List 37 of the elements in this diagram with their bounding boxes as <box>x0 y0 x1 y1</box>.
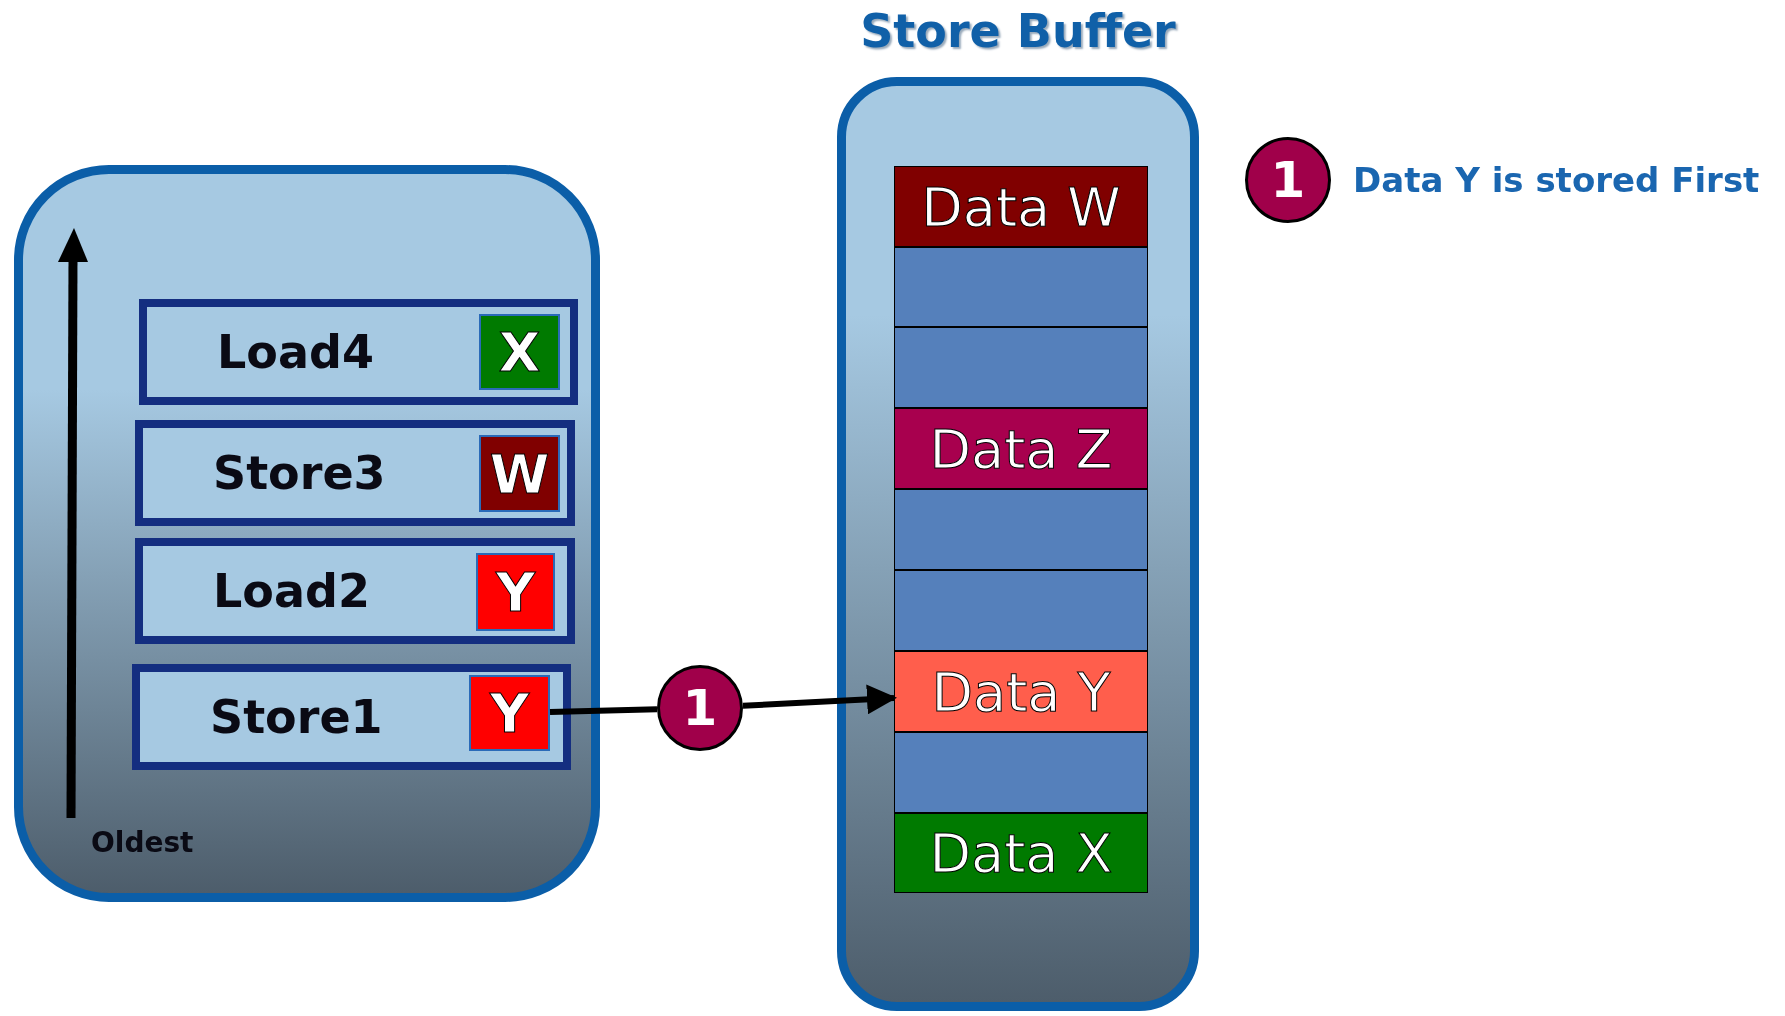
buffer-entry <box>894 570 1148 651</box>
buffer-entry <box>894 166 1148 247</box>
instruction-label: Store1 <box>210 690 383 744</box>
buffer-entry <box>894 651 1148 732</box>
arrow <box>742 684 897 715</box>
diagram-title: Store Buffer <box>860 4 1176 58</box>
instruction-box <box>132 664 571 770</box>
instruction-label: Load4 <box>217 325 374 379</box>
instruction-queue-panel <box>14 165 600 902</box>
step-number: 1 <box>1270 151 1306 209</box>
instruction-label: Load2 <box>213 564 370 618</box>
tag-letter: W <box>489 442 550 505</box>
instruction-box <box>139 299 578 405</box>
entry-label: Data Z <box>929 417 1113 480</box>
tag-letter: X <box>498 320 541 384</box>
buffer-entry <box>894 408 1148 489</box>
instruction-box <box>135 538 575 644</box>
address-tag <box>469 675 550 751</box>
tag-letter: Y <box>495 560 536 624</box>
buffer-entry <box>894 327 1148 408</box>
address-tag <box>479 435 560 512</box>
buffer-entry <box>894 247 1148 327</box>
legend-note: Data Y is stored First <box>1353 160 1760 200</box>
entry-label: Data W <box>921 175 1121 238</box>
entry-label: Data Y <box>931 660 1111 723</box>
tag-letter: Y <box>489 681 530 745</box>
instruction-label: Store3 <box>213 446 386 500</box>
store-buffer-panel <box>837 77 1199 1011</box>
step-number: 1 <box>682 679 718 737</box>
axis-caption: Oldest <box>91 826 194 859</box>
address-tag <box>479 314 560 390</box>
address-tag <box>476 553 555 631</box>
buffer-entry <box>894 732 1148 813</box>
buffer-entry <box>894 489 1148 570</box>
buffer-entry <box>894 813 1148 893</box>
entry-label: Data X <box>929 821 1113 885</box>
instruction-box <box>135 420 575 526</box>
